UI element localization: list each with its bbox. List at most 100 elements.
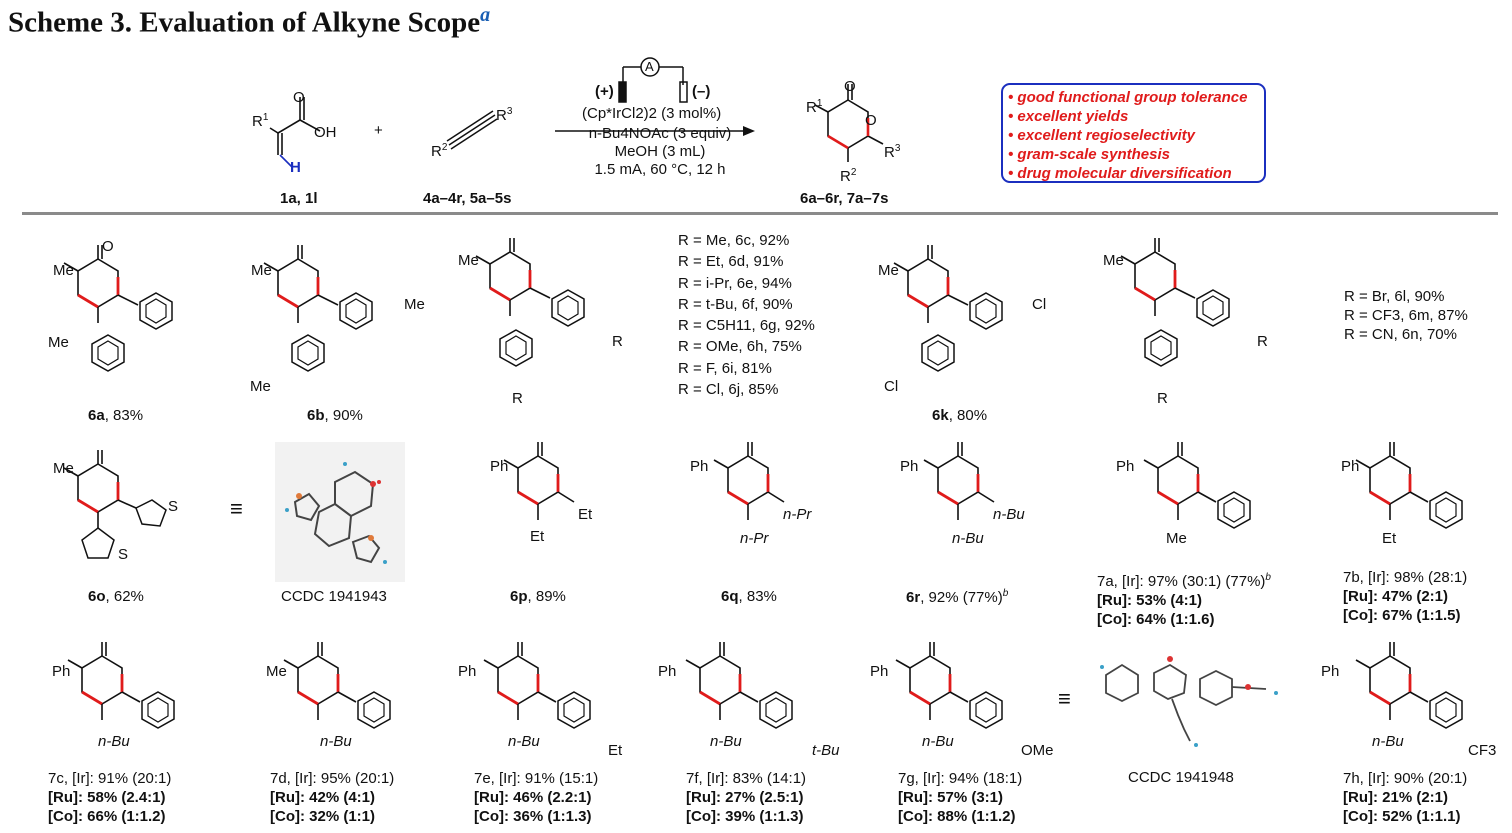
- et-7e: Et: [608, 742, 623, 759]
- label-7c: 7c, [Ir]: 91% (20:1)[Ru]: 58% (2.4:1)[Co…: [48, 770, 172, 825]
- label-6q: 6q, 83%: [721, 588, 777, 605]
- npr-6q-2: n-Pr: [740, 530, 769, 547]
- ph-7b: Ph: [1341, 458, 1360, 475]
- highlight-3: • excellent regioselectivity: [1008, 127, 1196, 144]
- r2-label: R2: [431, 142, 448, 160]
- me-6k: Me: [878, 262, 899, 279]
- cathode-label: (–): [692, 83, 711, 100]
- label-7f: 7f, [Ir]: 83% (14:1)[Ru]: 27% (2.5:1)[Co…: [686, 770, 807, 825]
- r-item-6i: R = F, 6i, 81%: [678, 359, 772, 377]
- reaction-conditions: n-Bu4NOAc (3 equiv) MeOH (3 mL) 1.5 mA, …: [560, 107, 760, 179]
- structure-6k: [892, 243, 1003, 372]
- me-6b-aryl: Me: [404, 296, 425, 313]
- me-6o: Me: [53, 460, 74, 477]
- scheme-title-text: Scheme 3. Evaluation of Alkyne Scope: [8, 6, 481, 39]
- r-6l-2: R: [1157, 390, 1168, 407]
- hydrogen-label: H: [290, 159, 301, 176]
- cl-6k-2: Cl: [884, 378, 899, 395]
- label-7e: 7e, [Ir]: 91% (15:1)[Ru]: 46% (2.2:1)[Co…: [474, 770, 599, 825]
- r1-label: R1: [252, 112, 269, 130]
- structure-6b: [262, 243, 373, 372]
- label-6r: 6r, 92% (77%)b: [906, 588, 1009, 606]
- structure-6q: [712, 440, 785, 520]
- r-list-6c-6j: R = Me, 6c, 92% R = Et, 6d, 91% R = i-Pr…: [678, 230, 815, 400]
- ph-7f: Ph: [658, 663, 677, 680]
- plus-sign: +: [374, 122, 383, 139]
- r-item-6g: R = C5H11, 6g, 92%: [678, 317, 815, 335]
- ph-7g: Ph: [870, 663, 889, 680]
- equiv-sign-1: ≡: [230, 496, 243, 521]
- highlight-5: • drug molecular diversification: [1008, 165, 1232, 182]
- nbu-7f: n-Bu: [710, 733, 742, 750]
- structure-6c-6j: [474, 236, 585, 367]
- product-r3: R3: [884, 143, 901, 161]
- structure-6l-6n: [1119, 236, 1230, 367]
- product-carbonyl-o: O: [844, 78, 856, 95]
- r-item-6m: R = CF3, 6m, 87%: [1344, 307, 1468, 324]
- et-6p-2: Et: [530, 528, 545, 545]
- tbu-7f: t-Bu: [812, 742, 840, 759]
- me-6b-aryl2: Me: [250, 378, 271, 395]
- structure-6r: [922, 440, 995, 520]
- separator-rule: [22, 212, 1498, 215]
- ph-7e: Ph: [458, 663, 477, 680]
- nbu-7d: n-Bu: [320, 733, 352, 750]
- et-7b: Et: [1382, 530, 1397, 547]
- r-item-6c: R = Me, 6c, 92%: [678, 232, 790, 249]
- ccdc-label-1: CCDC 1941943: [281, 588, 387, 605]
- r-item-6j: R = Cl, 6j, 85%: [678, 381, 779, 399]
- et-6p: Et: [578, 506, 593, 523]
- sm2-label: 4a–4r, 5a–5s: [423, 190, 512, 207]
- ph-6r: Ph: [900, 458, 919, 475]
- product-ring-o: O: [865, 112, 877, 129]
- label-7g: 7g, [Ir]: 94% (18:1)[Ru]: 57% (3:1)[Co]:…: [898, 770, 1023, 825]
- scheme-title: Scheme 3. Evaluation of Alkyne Scopea: [8, 4, 490, 40]
- alkyne-structure: [446, 110, 498, 150]
- acrylic-acid-structure: [269, 97, 321, 168]
- solvent-conditions: MeOH (3 mL): [614, 143, 706, 160]
- structure-7d: [282, 640, 391, 729]
- ph-7a: Ph: [1116, 458, 1135, 475]
- structure-7g: [894, 640, 1003, 729]
- label-6a: 6a, 83%: [88, 407, 144, 424]
- ammeter-a: A: [645, 59, 654, 74]
- r-item-6f: R = t-Bu, 6f, 90%: [678, 295, 793, 313]
- ccdc-label-2: CCDC 1941948: [1128, 769, 1234, 786]
- cf3-7h: CF3: [1468, 742, 1497, 759]
- s-6o-2: S: [118, 546, 129, 563]
- me-7d: Me: [266, 663, 287, 680]
- r-item-6d: R = Et, 6d, 91%: [678, 253, 784, 271]
- label-7a: 7a, [Ir]: 97% (30:1) (77%)b [Ru]: 53% (4…: [1097, 572, 1271, 628]
- label-7b: 7b, [Ir]: 98% (28:1) [Ru]: 47% (2:1) [Co…: [1343, 569, 1468, 624]
- ph-6p: Ph: [490, 458, 509, 475]
- r-item-6n: R = CN, 6n, 70%: [1344, 326, 1457, 343]
- o-6a: O: [102, 238, 114, 255]
- structure-6o: [62, 448, 167, 559]
- r-item-6l: R = Br, 6l, 90%: [1344, 288, 1445, 305]
- structure-7a: [1142, 440, 1251, 529]
- me-6a-aryl: Me: [48, 334, 69, 351]
- label-7h: 7h, [Ir]: 90% (20:1)[Ru]: 21% (2:1)[Co]:…: [1343, 770, 1468, 825]
- structure-7h: [1354, 640, 1463, 729]
- nbu-6r: n-Bu: [993, 506, 1025, 523]
- equiv-sign-2: ≡: [1058, 686, 1071, 711]
- highlight-4: • gram-scale synthesis: [1008, 146, 1170, 163]
- product-r2: R2: [840, 167, 857, 185]
- nbu-7c: n-Bu: [98, 733, 130, 750]
- structure-7b: [1354, 440, 1463, 529]
- ome-7g: OMe: [1021, 742, 1054, 759]
- me-6l: Me: [1103, 252, 1124, 269]
- me-7a: Me: [1166, 530, 1187, 547]
- electrochemical-cell-icon: [555, 57, 755, 136]
- structure-7f: [684, 640, 793, 729]
- structure-6p: [502, 440, 575, 520]
- nbu-6r-2: n-Bu: [952, 530, 984, 547]
- anode-label: (+): [595, 83, 614, 100]
- label-6p: 6p, 89%: [510, 588, 566, 605]
- crystal-structure-1-icon: [275, 442, 405, 582]
- structure-7c: [66, 640, 175, 729]
- crystal-structure-2-icon: [1100, 656, 1278, 747]
- r-item-6e: R = i-Pr, 6e, 94%: [678, 274, 792, 292]
- s-6o: S: [168, 498, 179, 515]
- label-6o: 6o, 62%: [88, 588, 144, 605]
